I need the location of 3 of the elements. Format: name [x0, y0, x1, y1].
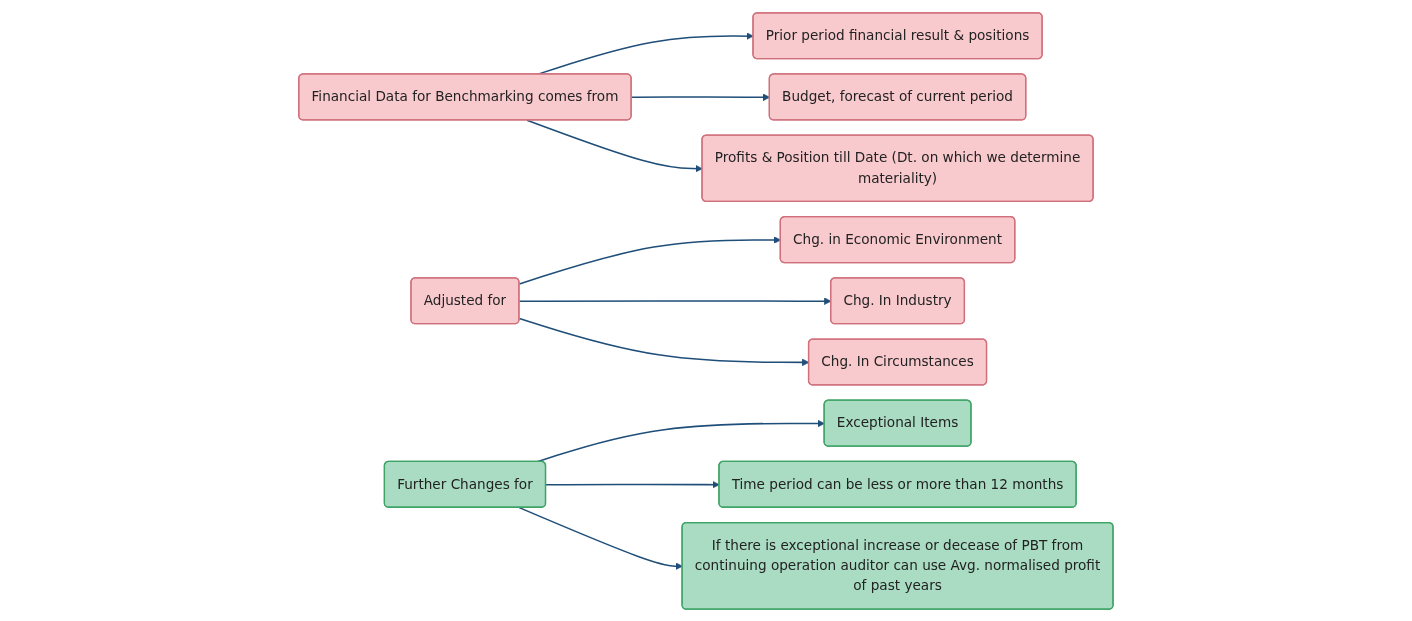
arrow — [526, 119, 703, 172]
arrow — [518, 506, 683, 570]
arrow — [545, 480, 720, 488]
